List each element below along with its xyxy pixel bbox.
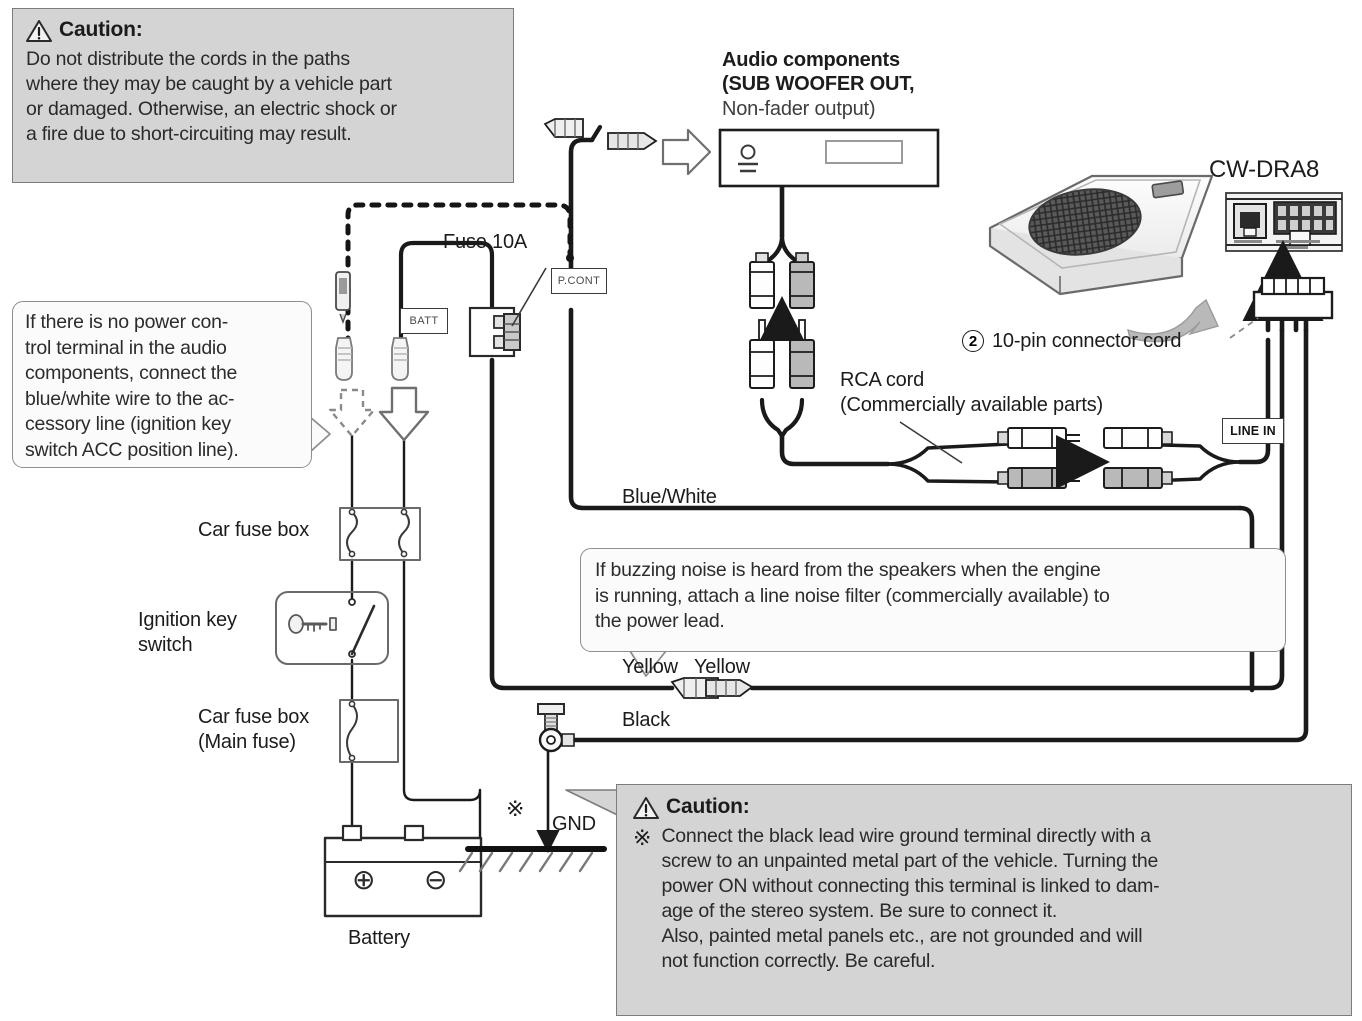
label-sub-woofer-out: (SUB WOOFER OUT, — [722, 73, 915, 95]
rca-plug-left-lower — [997, 467, 1080, 489]
connector-pcont-male — [543, 118, 584, 138]
note-line: is running, attach a line noise filter (… — [595, 584, 1110, 607]
arrow-down-dashed-icon — [328, 388, 376, 438]
note-line: If there is no power con- — [25, 311, 228, 333]
kome-marker: ※ — [633, 825, 652, 850]
callout-number-2: 2 — [962, 330, 984, 352]
label-car-fuse-box: Car fuse box — [198, 519, 309, 541]
rca-jack-right-upper — [1103, 427, 1173, 449]
warning-triangle-icon — [26, 19, 52, 43]
label-cw-dra8: CW-DRA8 — [1209, 156, 1320, 183]
label-10pin-connector-cord-row: 2 10-pin connector cord — [962, 329, 1181, 353]
caution-line: age of the stereo system. Be sure to con… — [661, 900, 1057, 922]
note-line: blue/white wire to the ac- — [25, 387, 235, 410]
caution-ground-body-row: ※ Connect the black lead wire ground ter… — [633, 824, 1337, 974]
caution-line: Do not distribute the cords in the paths — [26, 48, 350, 70]
connector-acc-sleeve — [335, 337, 353, 381]
connector-acc-terminal — [335, 271, 351, 324]
label-battery: Battery — [348, 927, 410, 949]
arrow-right-outline-icon — [661, 128, 712, 176]
connector-yellow-male — [670, 677, 719, 699]
audio-components-unit — [718, 128, 940, 188]
note-power-control-tail — [309, 416, 331, 453]
battery-negative-terminal: ⊖ — [424, 864, 448, 895]
battery-positive-terminal: ⊕ — [352, 864, 376, 895]
tag-pcont: P.CONT — [551, 268, 607, 294]
subwoofer-connector-panel — [1225, 192, 1343, 252]
subwoofer-unit-icon — [988, 174, 1214, 296]
caution-line: screw to an unpainted metal part of the … — [661, 850, 1159, 872]
label-yellow-left: Yellow — [622, 656, 678, 678]
caution-heading-row: Caution: — [26, 18, 499, 42]
ground-screw-terminal — [537, 703, 575, 753]
label-yellow-right: Yellow — [694, 656, 750, 678]
tag-batt: BATT — [400, 308, 448, 334]
arrow-down-outline-icon — [378, 386, 430, 442]
caution-line: power ON without connecting this termina… — [661, 875, 1160, 897]
warning-triangle-icon — [633, 796, 659, 820]
label-blue-white: Blue/White — [622, 486, 717, 508]
note-line: switch ACC position line). — [25, 438, 239, 461]
rca-leader-line — [899, 421, 963, 464]
note-line: cessory line (ignition key — [25, 413, 231, 435]
caution-line: or damaged. Otherwise, an electric shock… — [26, 98, 397, 120]
caution-ground-heading-text: Caution: — [666, 795, 750, 818]
label-rca-cord: RCA cord — [840, 369, 924, 391]
connector-batt-sleeve — [391, 337, 409, 381]
caution-box-cords-body: Do not distribute the cords in the paths… — [26, 47, 499, 147]
caution-heading-text: Caution: — [59, 18, 143, 41]
label-non-fader-output: Non-fader output) — [722, 98, 876, 120]
fuse-holder-10a — [468, 306, 521, 358]
fuse-leader-line — [511, 267, 547, 327]
label-10pin-connector-cord: 10-pin connector cord — [992, 330, 1182, 352]
connector-pcont-female — [607, 132, 658, 150]
note-line: trol terminal in the audio — [25, 336, 227, 359]
caution-line: where they may be caught by a vehicle pa… — [26, 73, 392, 95]
caution-box-cords: Caution: Do not distribute the cords in … — [12, 8, 514, 183]
label-gnd-marker: ※ — [506, 796, 525, 821]
caution-line: Connect the black lead wire ground termi… — [661, 825, 1151, 847]
caution-ground-heading-row: Caution: — [633, 795, 1337, 819]
note-line: components, connect the — [25, 362, 238, 384]
label-car-fuse-box-main: Car fuse box — [198, 706, 309, 728]
rca-jack-pair-top — [749, 252, 815, 389]
label-gnd: GND — [552, 813, 596, 835]
note-buzzing-noise: If buzzing noise is heard from the speak… — [580, 548, 1286, 652]
label-rca-cord-note: (Commercially available parts) — [840, 394, 1103, 416]
connector-yellow-female — [705, 679, 754, 697]
ten-pin-connector-housing — [1252, 276, 1334, 320]
caution-box-ground-body: Connect the black lead wire ground termi… — [661, 824, 1159, 974]
rca-plug-left-upper — [997, 427, 1080, 449]
caution-line: Also, painted metal panels etc., are not… — [661, 925, 1143, 947]
note-line: If buzzing noise is heard from the speak… — [595, 559, 1101, 581]
tag-line-in: LINE IN — [1222, 418, 1284, 444]
note-line: the power lead. — [595, 610, 725, 632]
caution-line: not function correctly. Be careful. — [661, 950, 936, 972]
label-fuse-10a: Fuse 10A — [443, 231, 528, 253]
label-car-fuse-box-main-sub: (Main fuse) — [198, 731, 296, 753]
caution-line: a fire due to short-circuiting may resul… — [26, 123, 352, 145]
rca-jack-right-lower — [1103, 467, 1173, 489]
note-power-control: If there is no power con- trol terminal … — [12, 301, 312, 468]
label-audio-components: Audio components — [722, 49, 900, 71]
label-ignition-switch: switch — [138, 634, 193, 656]
connector-leader-line — [1229, 317, 1259, 339]
label-ignition-key: Ignition key — [138, 609, 237, 631]
label-black: Black — [622, 709, 670, 731]
caution-box-ground: Caution: ※ Connect the black lead wire g… — [616, 784, 1352, 1016]
